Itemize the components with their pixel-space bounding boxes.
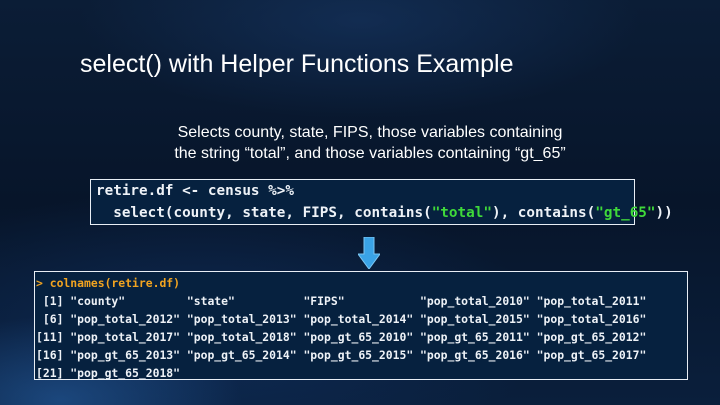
console-output: > colnames(retire.df) [1] "county" "stat…	[34, 271, 688, 380]
code-text: select(county, state, FIPS, contains(	[96, 205, 432, 221]
subtitle-line: the string “total”, and those variables …	[174, 145, 566, 162]
code-text: ))	[655, 205, 673, 221]
output-row: [16] "pop_gt_65_2013" "pop_gt_65_2014" "…	[36, 348, 647, 362]
string-literal: "gt_65"	[595, 205, 656, 221]
output-row: [6] "pop_total_2012" "pop_total_2013" "p…	[36, 312, 647, 326]
down-arrow-icon	[358, 237, 380, 269]
code-line-2: select(county, state, FIPS, contains("to…	[96, 202, 673, 224]
output-row: [1] "county" "state" "FIPS" "pop_total_2…	[36, 294, 647, 308]
code-line-1: retire.df <- census %>%	[96, 183, 294, 199]
slide-title: select() with Helper Functions Example	[80, 50, 514, 78]
subtitle-line: Selects county, state, FIPS, those varia…	[177, 124, 563, 141]
output-row: [11] "pop_total_2017" "pop_total_2018" "…	[36, 330, 647, 344]
console-prompt: > colnames(retire.df)	[36, 276, 181, 290]
slide-subtitle: Selects county, state, FIPS, those varia…	[100, 122, 640, 164]
code-text: ), contains(	[491, 205, 596, 221]
code-block: retire.df <- census %>% select(county, s…	[90, 179, 673, 225]
string-literal: "total"	[431, 205, 492, 221]
output-row: [21] "pop_gt_65_2018"	[36, 366, 181, 380]
